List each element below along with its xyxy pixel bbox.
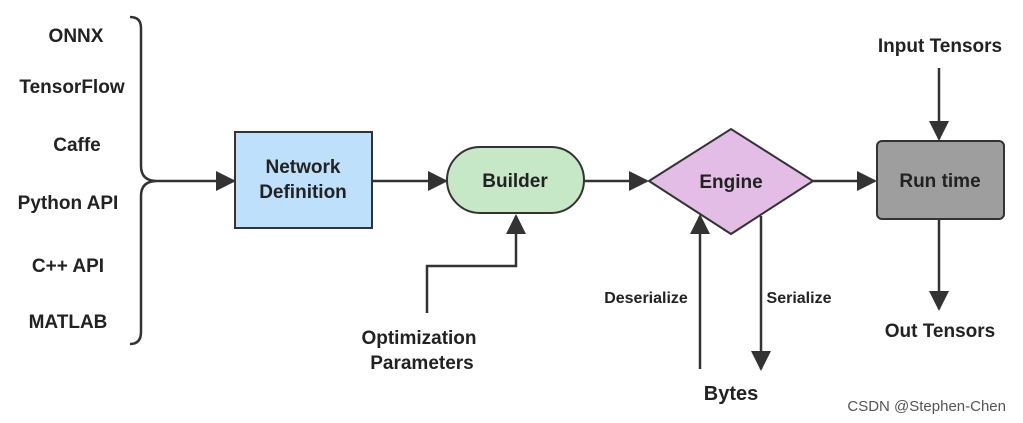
optimization-label-line1: Optimization — [361, 328, 476, 349]
framework-list: ONNX TensorFlow Caffe Python API C++ API… — [18, 26, 125, 333]
optimization-label-line2: Parameters — [370, 353, 474, 374]
network-definition-label-line2: Definition — [259, 182, 347, 203]
framework-cpp-api: C++ API — [32, 256, 104, 277]
out-tensors-label: Out Tensors — [885, 321, 996, 342]
framework-python-api: Python API — [18, 193, 119, 214]
runtime-node: Run time — [876, 140, 1005, 220]
framework-onnx: ONNX — [49, 26, 104, 47]
network-definition-node: Network Definition — [234, 131, 373, 229]
serialize-label: Serialize — [767, 290, 832, 307]
watermark-text: CSDN @Stephen-Chen — [847, 398, 1006, 415]
framework-brace — [129, 15, 158, 346]
builder-label: Builder — [482, 171, 548, 192]
builder-node: Builder — [446, 146, 585, 214]
runtime-box — [876, 140, 1005, 220]
arrow-optimization-to-builder — [425, 214, 526, 313]
deserialize-label: Deserialize — [604, 290, 688, 307]
input-tensors-label: Input Tensors — [878, 36, 1002, 57]
runtime-label: Run time — [899, 171, 980, 192]
framework-caffe: Caffe — [53, 135, 101, 156]
framework-tensorflow: TensorFlow — [19, 77, 124, 98]
engine-node: Engine — [647, 127, 815, 236]
bytes-label: Bytes — [704, 383, 758, 405]
framework-matlab: MATLAB — [29, 312, 108, 333]
network-definition-label-line1: Network — [266, 157, 341, 178]
network-definition-box — [234, 131, 373, 229]
engine-label: Engine — [699, 172, 762, 193]
